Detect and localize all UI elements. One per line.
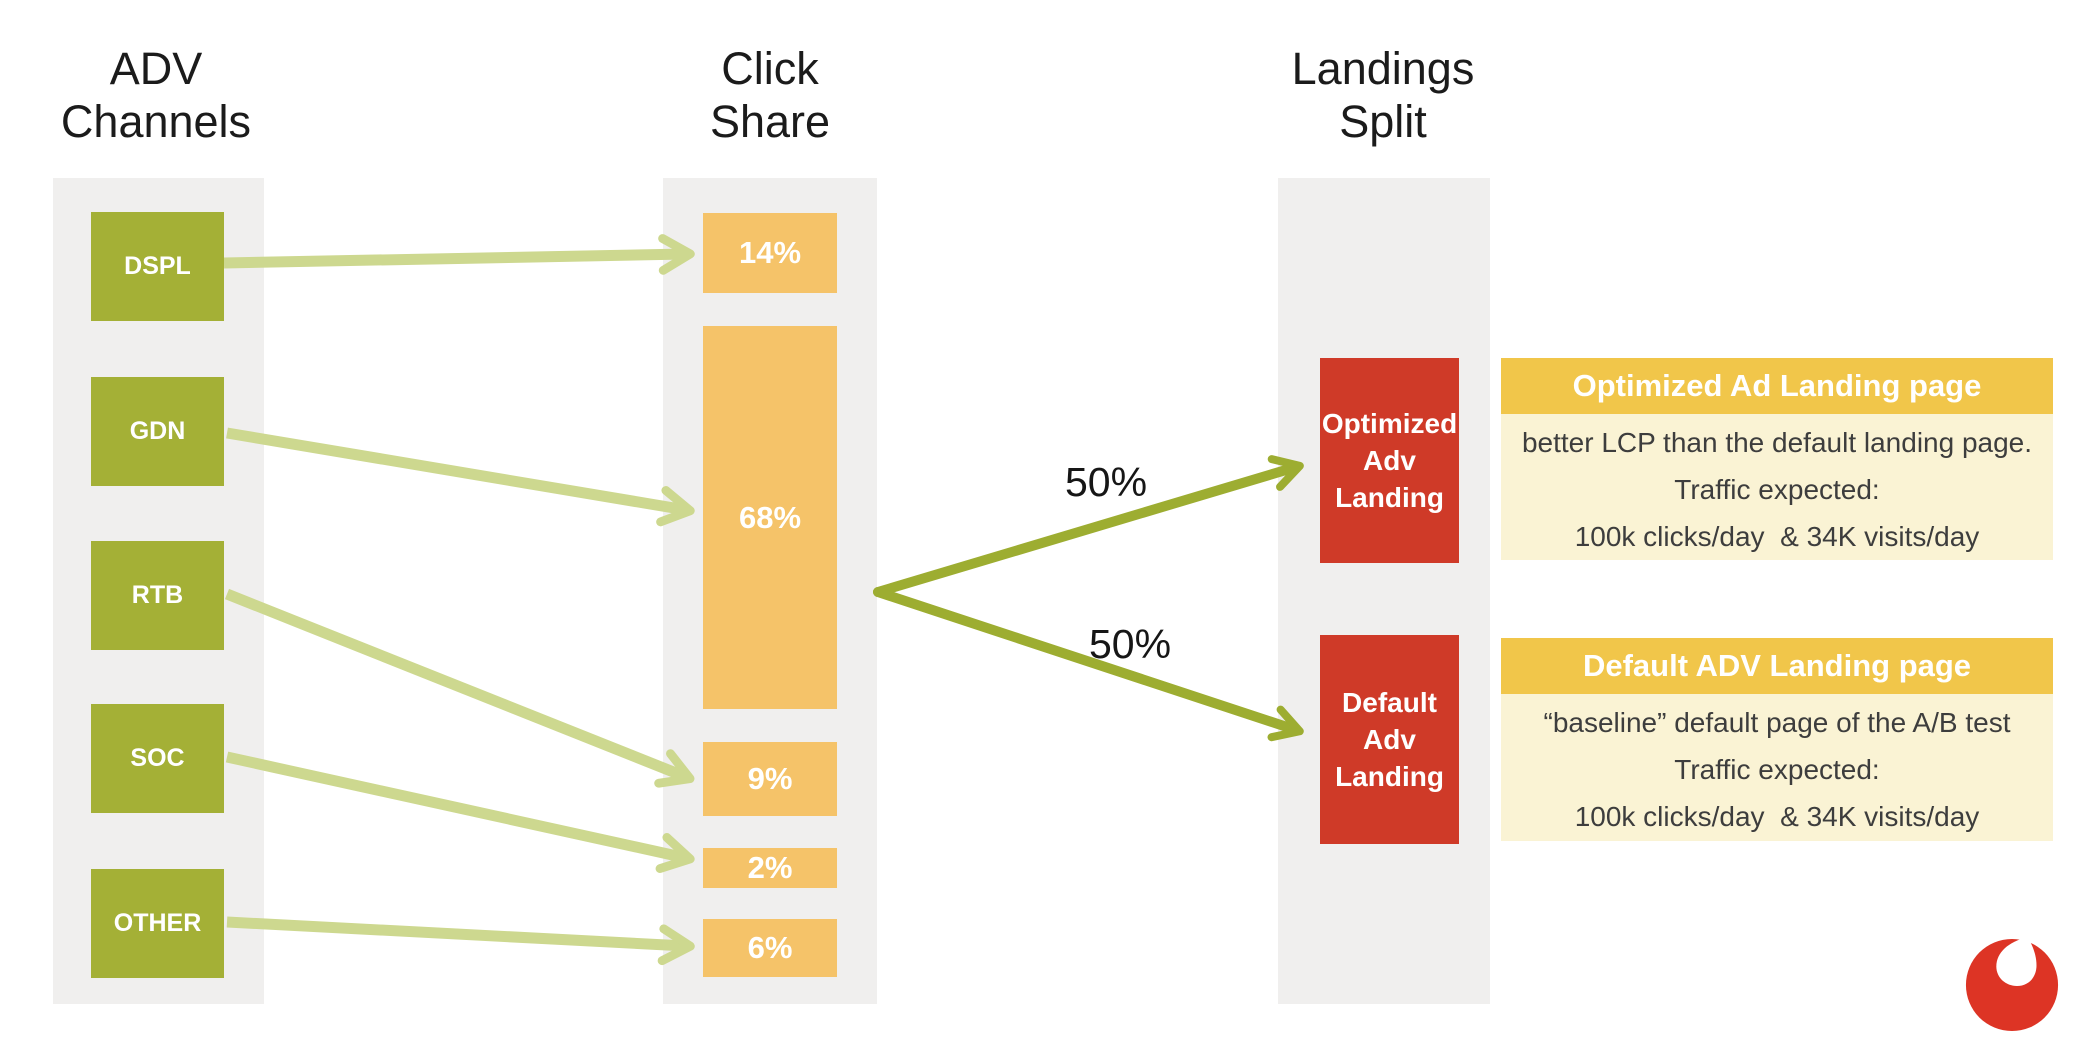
panel-text-line: 100k clicks/day & 34K visits/day xyxy=(1574,801,1980,832)
landing-label-line: Adv xyxy=(1363,724,1416,755)
header-line: ADV xyxy=(109,43,203,94)
panel-text-line: better LCP than the default landing page… xyxy=(1521,427,2033,458)
header-line: Click xyxy=(721,43,819,94)
panel-text-line: “baseline” default page of the A/B test xyxy=(1543,707,2011,738)
panel-optimized-landing: Optimized Ad Landing page better LCP tha… xyxy=(1501,358,2053,560)
panel-text-line: Traffic expected: xyxy=(1674,754,1880,785)
channel-label: SOC xyxy=(130,744,185,772)
channel-box-rtb: RTB xyxy=(91,541,224,650)
arrow-split-to-optimized xyxy=(873,455,1304,597)
panel-text-line: 100k clicks/day & 34K visits/day xyxy=(1574,521,1980,552)
split-label-upper: 50% xyxy=(1064,459,1148,505)
share-box-68pct: 68% xyxy=(703,326,837,709)
landing-label-line: Landing xyxy=(1335,761,1444,792)
landing-label: Optimized Adv Landing xyxy=(1322,405,1457,516)
header-line: Share xyxy=(709,96,831,147)
share-label: 2% xyxy=(747,850,793,885)
split-label-lower: 50% xyxy=(1088,621,1172,667)
arrow-split-to-default xyxy=(873,587,1304,742)
panel-title: Default ADV Landing page xyxy=(1501,638,2053,694)
share-box-6pct: 6% xyxy=(703,919,837,977)
share-box-14pct: 14% xyxy=(703,213,837,293)
share-box-9pct: 9% xyxy=(703,742,837,816)
landing-box-optimized: Optimized Adv Landing xyxy=(1320,358,1459,563)
channel-box-gdn: GDN xyxy=(91,377,224,486)
header-line: Channels xyxy=(60,96,252,147)
landing-label-line: Optimized xyxy=(1321,408,1458,439)
arrow-other-to-6pct xyxy=(226,916,695,966)
panel-body: better LCP than the default landing page… xyxy=(1501,414,2053,560)
channel-box-other: OTHER xyxy=(91,869,224,978)
channel-box-dspl: DSPL xyxy=(91,212,224,321)
panel-text-line: Traffic expected: xyxy=(1674,474,1880,505)
channel-label: DSPL xyxy=(124,252,191,280)
header-line: Landings xyxy=(1291,43,1475,94)
share-box-2pct: 2% xyxy=(703,848,837,888)
channel-label: RTB xyxy=(131,581,184,609)
arrow-soc-to-2pct xyxy=(225,751,695,874)
landing-label: Default Adv Landing xyxy=(1335,684,1444,795)
landing-box-default: Default Adv Landing xyxy=(1320,635,1459,844)
header-click-share: Click Share xyxy=(600,42,940,148)
channel-label: OTHER xyxy=(113,909,202,937)
vodafone-logo xyxy=(1965,936,2059,1032)
landing-label-line: Default xyxy=(1342,687,1437,718)
landings-split-column xyxy=(1278,178,1490,1004)
header-adv-channels: ADV Channels xyxy=(0,42,326,148)
share-label: 68% xyxy=(738,499,802,535)
landing-label-line: Landing xyxy=(1335,482,1444,513)
arrow-gdn-to-68pct xyxy=(226,427,695,527)
share-label: 6% xyxy=(747,930,793,965)
header-line: Split xyxy=(1339,96,1427,147)
channel-label: GDN xyxy=(129,417,186,445)
panel-body: “baseline” default page of the A/B test … xyxy=(1501,694,2053,841)
panel-title: Optimized Ad Landing page xyxy=(1501,358,2053,414)
share-label: 14% xyxy=(738,235,802,270)
share-label: 9% xyxy=(747,761,793,796)
arrow-dspl-to-14pct xyxy=(223,234,695,275)
channel-box-soc: SOC xyxy=(91,704,224,813)
panel-default-landing: Default ADV Landing page “baseline” defa… xyxy=(1501,638,2053,841)
arrow-rtb-to-9pct xyxy=(224,588,695,788)
landing-label-line: Adv xyxy=(1363,445,1416,476)
header-landings-split: Landings Split xyxy=(1213,42,1553,148)
